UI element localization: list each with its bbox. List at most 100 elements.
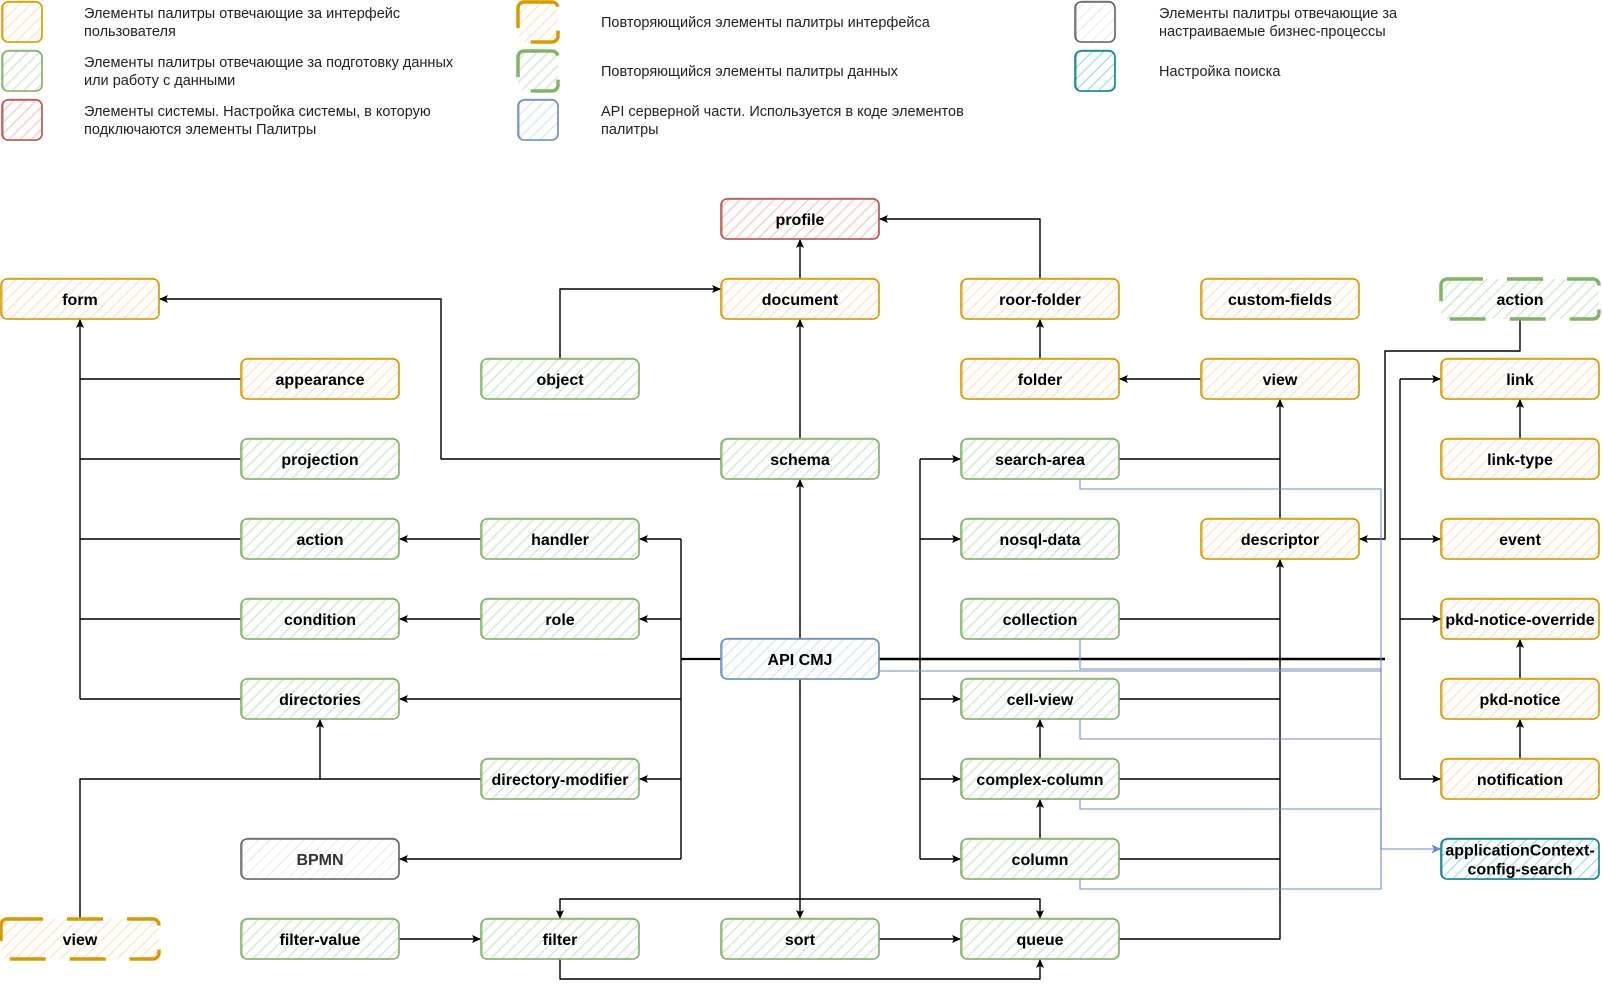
node-collection-fill	[961, 599, 1119, 639]
node-role[interactable]: role	[480, 597, 640, 640]
node-cell-view[interactable]: cell-view	[960, 677, 1120, 720]
node-notification[interactable]: notification	[1440, 757, 1600, 800]
node-pkd-notice[interactable]: pkd-notice	[1440, 677, 1600, 720]
legend-swatch-border	[516, 0, 560, 44]
legend-swatch-fill	[2, 2, 42, 42]
node-condition[interactable]: condition	[240, 597, 400, 640]
node-action[interactable]: action	[240, 517, 400, 560]
node-directories[interactable]: directories	[240, 677, 400, 720]
node-filter-value-fill	[241, 919, 399, 959]
node-complex-column-sketch	[961, 757, 1120, 800]
node-sort-sketch	[721, 917, 880, 960]
node-object-fill	[481, 359, 639, 399]
legend-text: настраиваемые бизнес-процессы	[1159, 24, 1386, 40]
legend-text: API серверной части. Используется в коде…	[601, 104, 964, 120]
legend-swatch-fill	[1075, 2, 1115, 42]
legend-text: Настройка поиска	[1159, 64, 1281, 80]
legend-swatch-sketch	[1075, 0, 1116, 43]
node-folder[interactable]: folder	[960, 357, 1120, 400]
node-cell-view-fill	[961, 679, 1119, 719]
node-cell-view-sketch	[961, 677, 1120, 720]
node-view-bottom[interactable]: view	[0, 917, 161, 961]
legend-text: Повторяющийся элементы палитры интерфейс…	[601, 15, 931, 31]
node-event-sketch	[1441, 517, 1600, 560]
node-object[interactable]: object	[480, 357, 640, 400]
node-app-search[interactable]: applicationContext-config-search	[1440, 837, 1600, 880]
node-complex-column[interactable]: complex-column	[960, 757, 1120, 800]
legend-text: палитры	[601, 122, 659, 138]
node-directory-modifier[interactable]: directory-modifier	[480, 757, 640, 800]
node-label: applicationContext-	[1445, 843, 1594, 860]
legend-item: API серверной части. Используется в коде…	[517, 98, 964, 141]
node-label: custom-fields	[1228, 292, 1332, 309]
node-action-top[interactable]: action	[1439, 277, 1601, 321]
node-custom-fields-sketch	[1201, 277, 1360, 320]
node-label: folder	[1018, 372, 1062, 389]
legend-swatch-sketch	[518, 98, 559, 141]
edge-queue-descriptor	[1119, 559, 1284, 940]
legend-swatch-fill	[1075, 51, 1115, 91]
legend-swatch-sketch	[2, 49, 43, 92]
node-handler[interactable]: handler	[480, 517, 640, 560]
legend-text: пользователя	[84, 24, 176, 40]
node-label: form	[62, 292, 98, 309]
node-column[interactable]: column	[960, 837, 1120, 880]
node-pkd-notice-fill	[1441, 679, 1599, 719]
node-search-area-fill	[961, 439, 1119, 479]
node-filter-value[interactable]: filter-value	[240, 917, 400, 960]
node-label: search-area	[995, 452, 1085, 469]
legend-item: Элементы палитры отвечающие занастраивае…	[1074, 0, 1398, 43]
node-descriptor[interactable]: descriptor	[1200, 517, 1360, 560]
node-directory-modifier-fill	[481, 759, 639, 799]
node-pkd-notice-sketch	[1441, 677, 1600, 720]
edge-filter-queue	[559, 959, 1044, 980]
node-filter-fill	[481, 919, 639, 959]
node-label: API CMJ	[768, 652, 833, 669]
node-label: filter-value	[280, 932, 361, 949]
node-appearance[interactable]: appearance	[240, 357, 400, 400]
node-document[interactable]: document	[720, 277, 880, 320]
legend-swatch-sketch	[1075, 49, 1116, 92]
node-filter-value-sketch	[241, 917, 400, 960]
node-bpmn[interactable]: BPMN	[240, 837, 400, 880]
edges-layer	[76, 215, 1524, 980]
node-action-top-border	[1439, 277, 1601, 321]
edge-action-top-descriptor	[1359, 319, 1521, 543]
node-directories-sketch	[241, 677, 400, 720]
node-document-fill	[721, 279, 879, 319]
node-form[interactable]: form	[0, 277, 160, 320]
node-schema[interactable]: schema	[720, 437, 880, 480]
legend-text: Элементы системы. Настройка системы, в к…	[84, 104, 431, 120]
node-label: directory-modifier	[492, 772, 629, 789]
node-label: pkd-notice-override	[1445, 612, 1594, 629]
node-projection[interactable]: projection	[240, 437, 400, 480]
legend-text: подключаются элементы Палитры	[84, 122, 316, 138]
node-filter[interactable]: filter	[480, 917, 640, 960]
node-roor-folder[interactable]: roor-folder	[960, 277, 1120, 320]
node-view[interactable]: view	[1200, 357, 1360, 400]
legend-item: Элементы системы. Настройка системы, в к…	[1, 98, 431, 141]
node-profile[interactable]: profile	[720, 197, 880, 240]
node-api-cmj[interactable]: API CMJ	[720, 637, 880, 680]
node-label: condition	[284, 612, 356, 629]
node-queue[interactable]: queue	[960, 917, 1120, 960]
node-search-area[interactable]: search-area	[960, 437, 1120, 480]
node-link-type[interactable]: link-type	[1440, 437, 1600, 480]
node-sort[interactable]: sort	[720, 917, 880, 960]
node-nosql-data[interactable]: nosql-data	[960, 517, 1120, 560]
node-collection[interactable]: collection	[960, 597, 1120, 640]
node-pkd-notice-override[interactable]: pkd-notice-override	[1440, 597, 1600, 640]
node-link[interactable]: link	[1440, 357, 1600, 400]
node-action-sketch	[241, 517, 400, 560]
node-event[interactable]: event	[1440, 517, 1600, 560]
node-profile-sketch	[721, 197, 880, 240]
node-schema-fill	[721, 439, 879, 479]
legend-text: Элементы палитры отвечающие за интерфейс	[84, 6, 400, 22]
node-directory-modifier-sketch	[481, 757, 640, 800]
nodes-layer: profile form document roor-folder custom-fie…	[0, 197, 1601, 961]
node-label: nosql-data	[1000, 532, 1081, 549]
node-custom-fields[interactable]: custom-fields	[1200, 277, 1360, 320]
node-form-fill	[1, 279, 159, 319]
legend-swatch-fill	[2, 51, 42, 91]
node-action-fill	[241, 519, 399, 559]
